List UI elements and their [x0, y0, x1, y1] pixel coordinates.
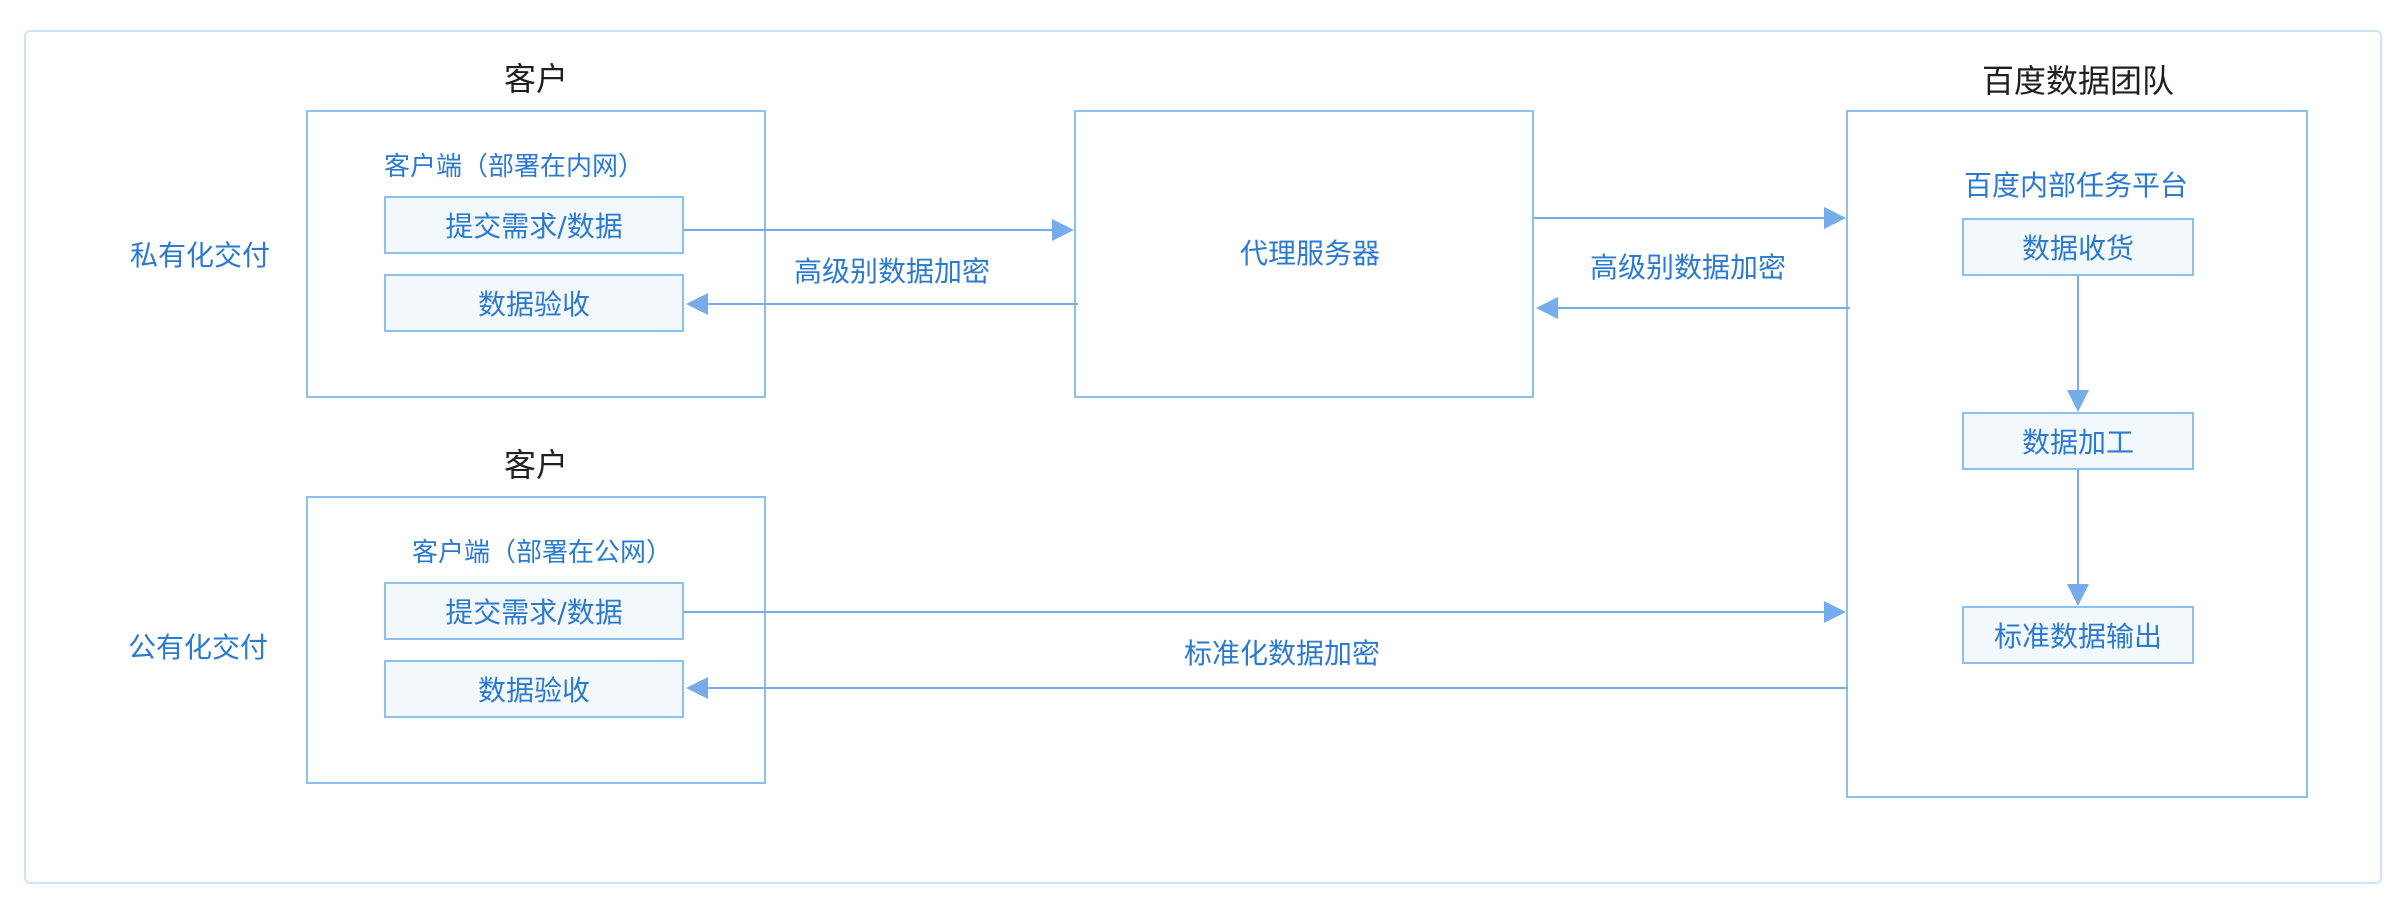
public-customer-box	[306, 496, 766, 784]
private-customer-title: 客户	[503, 60, 569, 98]
step-data-receive: 数据收货	[1962, 218, 2194, 276]
private-submit-node: 提交需求/数据	[384, 196, 684, 254]
private-delivery-label: 私有化交付	[130, 239, 271, 272]
arrowhead	[686, 677, 708, 699]
public-accept-node: 数据验收	[384, 660, 684, 718]
baidu-team-title: 百度数据团队	[1981, 62, 2175, 100]
diagram-frame	[24, 30, 2382, 884]
public-customer-title: 客户	[503, 446, 569, 484]
public-edge-label: 标准化数据加密	[1184, 637, 1381, 670]
arrowhead	[1052, 219, 1074, 241]
step-data-processing: 数据加工	[1962, 412, 2194, 470]
public-delivery-label: 公有化交付	[128, 631, 269, 664]
arrowhead	[2067, 390, 2089, 412]
private-client-title: 客户端（部署在内网）	[384, 152, 645, 182]
private-right-edge-label: 高级别数据加密	[1590, 251, 1787, 284]
proxy-server-label: 代理服务器	[1239, 237, 1381, 270]
public-client-title: 客户端（部署在公网）	[412, 538, 673, 568]
private-accept-node: 数据验收	[384, 274, 684, 332]
proxy-server-box	[1074, 110, 1534, 398]
arrowhead	[686, 293, 708, 315]
public-submit-node: 提交需求/数据	[384, 582, 684, 640]
arrowhead	[1824, 601, 1846, 623]
arrowhead	[1536, 297, 1558, 319]
arrowhead	[2067, 584, 2089, 606]
baidu-platform-label: 百度内部任务平台	[1963, 169, 2189, 202]
private-left-edge-label: 高级别数据加密	[794, 255, 991, 288]
arrowhead	[1824, 207, 1846, 229]
step-standard-output: 标准数据输出	[1962, 606, 2194, 664]
private-customer-box	[306, 110, 766, 398]
